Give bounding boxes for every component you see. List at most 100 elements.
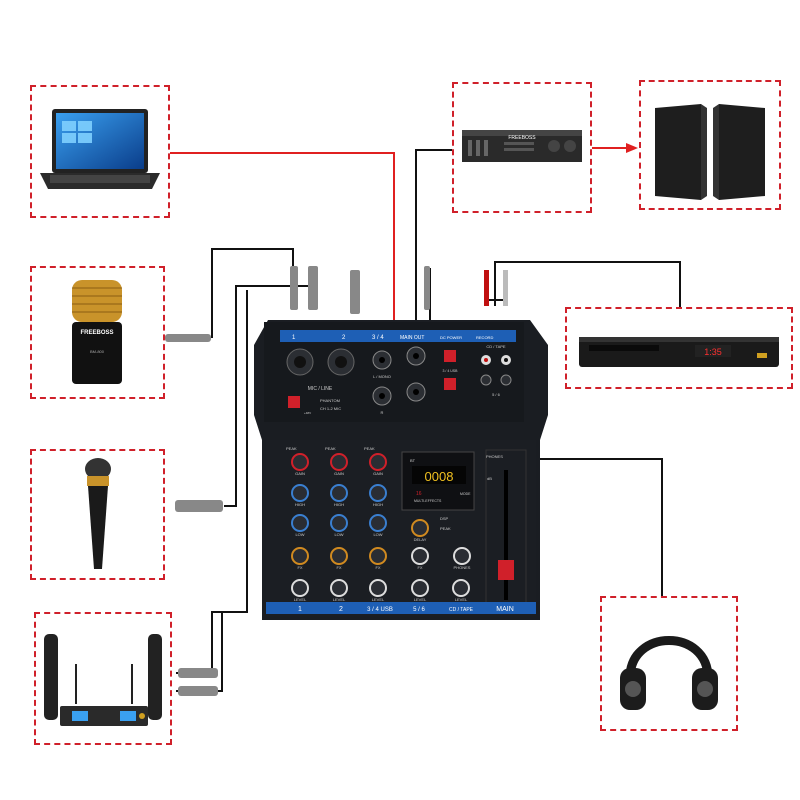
bottom-label-1: 1 [298, 606, 302, 613]
level-knob-extra-2[interactable] [411, 579, 429, 597]
gain-label-2: GAIN [334, 471, 344, 476]
top-label-ch34: 3 / 4 [372, 335, 384, 341]
high-knob-2[interactable] [330, 484, 348, 502]
power-amplifier-icon: FREEBOSS [462, 130, 582, 162]
fx-label-3: FX [375, 565, 380, 570]
headphones-box [600, 596, 738, 731]
xlr-input-1[interactable] [286, 348, 314, 376]
r-label: R [381, 410, 384, 415]
fx-knob-1[interactable] [291, 547, 309, 565]
jack-3-4-l[interactable] [372, 350, 392, 370]
level-label-3: LEVEL [372, 597, 385, 602]
dvd-wire [494, 261, 681, 307]
rca-plug-white [503, 270, 508, 306]
gain-label-3: GAIN [373, 471, 383, 476]
speakers-icon [655, 104, 765, 200]
top-plug-3 [350, 270, 360, 314]
top-plug-4 [424, 266, 430, 310]
rca-in-r[interactable] [501, 355, 511, 365]
phantom-switch[interactable] [288, 396, 300, 408]
dc-power-jack[interactable] [444, 350, 456, 362]
headphones-wire [514, 458, 663, 596]
speaker-arrow-head [626, 143, 638, 153]
gain-knob-2[interactable] [330, 453, 348, 471]
fx-knob-2[interactable] [330, 547, 348, 565]
xlr-input-2[interactable] [327, 348, 355, 376]
main-out-r[interactable] [406, 382, 426, 402]
level-knob-2[interactable] [330, 579, 348, 597]
phones-knob-extra-4[interactable] [453, 547, 471, 565]
dynamic-mic-icon [85, 458, 111, 569]
phones-label-extra-4: PHONES [454, 565, 471, 570]
mic-brand-label: FREEBOSS [80, 330, 113, 336]
top-label-main-out: MAIN OUT [400, 335, 424, 341]
db-label: dB [487, 476, 492, 481]
high-label-1: HIGH [295, 502, 305, 507]
high-knob-1[interactable] [291, 484, 309, 502]
level-knob-3[interactable] [369, 579, 387, 597]
dvd-display: 1:35 [704, 347, 722, 357]
gain-knob-3[interactable] [369, 453, 387, 471]
level-knob-1[interactable] [291, 579, 309, 597]
level-label-1: LEVEL [294, 597, 307, 602]
level-label-2: LEVEL [333, 597, 346, 602]
speakers-box [639, 80, 781, 210]
top-label-ch1: 1 [292, 335, 296, 341]
fx-display-digits: 0008 [425, 469, 454, 484]
gain-knob-1[interactable] [291, 453, 309, 471]
fx-title: MULTI-EFFECTS [414, 499, 442, 503]
amp-brand: FREEBOSS [508, 135, 536, 141]
top-label-record: RECORD [476, 335, 493, 340]
fx-label-1: FX [297, 565, 302, 570]
fx-knob-3[interactable] [369, 547, 387, 565]
rca-plug-red [484, 270, 489, 306]
phantom-label: PHANTOM [320, 398, 340, 403]
main-fader-track [504, 470, 508, 600]
xlr-plug-1 [165, 334, 211, 342]
jack-5-6-r[interactable] [500, 374, 512, 386]
bottom-label-3: 3 / 4 USB [367, 607, 393, 613]
level-knob-extra-3[interactable] [452, 579, 470, 597]
headphones-icon [620, 636, 718, 710]
usb-label: 3 / 4 USB [443, 369, 459, 373]
phones-label-top: PHONES [486, 454, 503, 459]
high-knob-3[interactable] [369, 484, 387, 502]
mic-model-label: BM-800 [90, 349, 105, 354]
low-knob-2[interactable] [330, 514, 348, 532]
fx-knob-extra-1[interactable] [411, 547, 429, 565]
top-plug-2 [308, 266, 318, 310]
bottom-label-6: MAIN [496, 606, 514, 613]
amplifier-wire [415, 149, 452, 347]
jack-5-6-l[interactable] [480, 374, 492, 386]
delay-knob[interactable] [411, 519, 429, 537]
fx-label-extra-1: FX [417, 565, 422, 570]
phantom-v48: +48V [304, 411, 311, 415]
wireless-system-box [34, 612, 172, 745]
laptop-icon [40, 109, 160, 189]
peak-label-3: PEAK [364, 446, 375, 451]
low-label-2: LOW [334, 532, 343, 537]
l-mono-label: L / MONO [373, 374, 391, 379]
bt-label: BT [410, 458, 416, 463]
jack-3-4-r[interactable] [372, 386, 392, 406]
dsp-label: DSP [440, 516, 449, 521]
main-out-l[interactable] [406, 346, 426, 366]
dsp-peak-label: PEAK [440, 526, 451, 531]
usb-port[interactable] [444, 378, 456, 390]
bottom-label-5: CD / TAPE [449, 607, 474, 613]
dvd-player-icon: 1:35 [579, 337, 779, 367]
low-knob-3[interactable] [369, 514, 387, 532]
mode-label: MODE [460, 492, 471, 496]
condenser-mic-icon: FREEBOSS BM-800 [72, 280, 122, 384]
xlr-plug-2 [175, 500, 223, 512]
main-fader-handle[interactable] [498, 560, 514, 580]
rca-in-l[interactable] [481, 355, 491, 365]
bottom-label-2: 2 [339, 606, 343, 613]
low-knob-1[interactable] [291, 514, 309, 532]
low-label-1: LOW [295, 532, 304, 537]
jack-plug-2 [178, 686, 218, 696]
cd-tape-label-top: CD / TAPE [486, 344, 506, 349]
fx-label-2: FX [336, 565, 341, 570]
dvd-player-box: 1:35 [565, 307, 793, 389]
